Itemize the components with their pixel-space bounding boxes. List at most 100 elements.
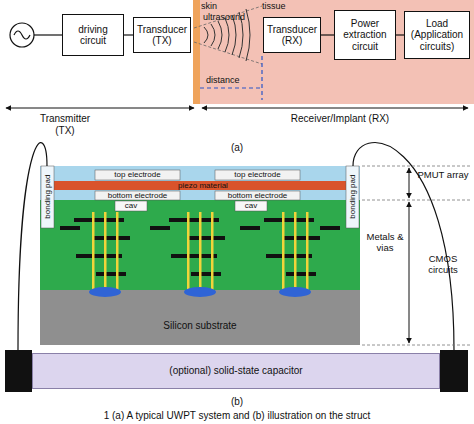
node-text: Silicon substrate bbox=[163, 320, 236, 332]
metal-line bbox=[320, 226, 340, 230]
metal-line bbox=[286, 272, 316, 276]
label: distance bbox=[206, 75, 256, 85]
via bbox=[306, 212, 309, 290]
label: (a) bbox=[224, 142, 250, 154]
connector bbox=[321, 34, 334, 35]
node-text: Transducer (TX) bbox=[137, 24, 187, 47]
metal-line bbox=[60, 226, 80, 230]
wave-arc bbox=[225, 18, 229, 52]
tissue-region bbox=[200, 0, 474, 104]
extent-arrow bbox=[409, 168, 410, 198]
metal-line bbox=[282, 236, 320, 240]
label: piezo material bbox=[168, 181, 238, 190]
label: CMOS circuits bbox=[413, 254, 473, 276]
sine-symbol bbox=[14, 31, 30, 39]
wave-arc bbox=[204, 27, 208, 43]
via bbox=[199, 212, 202, 290]
level-line bbox=[362, 345, 472, 346]
label: top electrode bbox=[215, 170, 300, 179]
transducer-box: Transducer (TX) bbox=[133, 17, 191, 53]
diffusion-region bbox=[184, 287, 216, 297]
process-box: driving circuit bbox=[62, 14, 124, 56]
wire bbox=[34, 34, 62, 35]
level-line bbox=[362, 166, 472, 167]
capacitor-band: (optional) solid-state capacitor bbox=[32, 353, 440, 389]
capacitor-terminal bbox=[440, 350, 468, 392]
via bbox=[282, 212, 285, 290]
substrate-band: Silicon substrate bbox=[40, 311, 360, 341]
metal-line bbox=[96, 272, 126, 276]
label: (b) bbox=[224, 396, 250, 408]
extent-arrow bbox=[6, 108, 194, 109]
metal-line bbox=[92, 236, 130, 240]
distance-line bbox=[200, 87, 262, 88]
wave-arc bbox=[218, 21, 222, 49]
node-text: driving circuit bbox=[66, 24, 120, 47]
via bbox=[187, 212, 190, 290]
caption: 1 (a) A typical UWPT system and (b) illu… bbox=[4, 410, 470, 422]
wave-arc bbox=[246, 9, 250, 61]
top-electrode bbox=[215, 170, 300, 180]
metal-line bbox=[191, 272, 221, 276]
metal-interconnect bbox=[60, 212, 340, 297]
label: cav bbox=[115, 201, 147, 210]
label: tissue bbox=[262, 1, 302, 11]
node-text: Power extraction circuit bbox=[338, 18, 392, 53]
ac-source bbox=[10, 23, 34, 47]
bonding-pad bbox=[41, 166, 54, 228]
label: bottom electrode bbox=[95, 191, 180, 200]
metal-line bbox=[171, 254, 217, 258]
node-text: (Application circuits) bbox=[408, 29, 466, 52]
via bbox=[116, 212, 119, 290]
node-text: (optional) solid-state capacitor bbox=[169, 365, 302, 377]
diffusion-region bbox=[279, 287, 311, 297]
process-box: Power extraction circuit bbox=[334, 10, 396, 60]
metal-line bbox=[240, 226, 260, 230]
label: cav bbox=[235, 201, 267, 210]
diffusion-region bbox=[89, 287, 121, 297]
capacitor-terminal bbox=[5, 350, 32, 392]
node-text: Transducer (RX) bbox=[267, 24, 317, 47]
metal-stack-layer bbox=[40, 200, 360, 290]
extent-arrow bbox=[202, 108, 468, 109]
bonding-pad bbox=[346, 166, 359, 228]
label: Receiver/Implant (RX) bbox=[290, 113, 390, 125]
distance-line bbox=[261, 56, 262, 100]
label: bonding pad bbox=[348, 168, 357, 226]
via bbox=[211, 212, 214, 290]
metal-line bbox=[266, 254, 312, 258]
passivation-layer bbox=[40, 166, 360, 200]
label: bonding pad bbox=[43, 168, 52, 226]
via bbox=[92, 212, 95, 290]
cavity bbox=[235, 201, 267, 211]
bottom-electrode bbox=[95, 191, 180, 200]
bottom-electrode bbox=[215, 191, 300, 200]
extent-arrow bbox=[409, 202, 410, 343]
load-box: Load(Application circuits) bbox=[404, 11, 470, 59]
transducer-box: Transducer (RX) bbox=[263, 17, 321, 53]
metal-line bbox=[76, 254, 122, 258]
piezo-layer bbox=[54, 181, 346, 190]
level-line bbox=[362, 200, 472, 201]
cavity bbox=[115, 201, 147, 211]
top-electrode bbox=[95, 170, 180, 180]
metal-line bbox=[187, 236, 225, 240]
label: skin bbox=[201, 1, 231, 11]
node-text: Load bbox=[426, 18, 448, 30]
connector bbox=[124, 34, 133, 35]
label: Transmitter (TX) bbox=[30, 113, 100, 136]
label: Metals & vias bbox=[363, 232, 407, 254]
label: PMUT array bbox=[413, 170, 473, 181]
via bbox=[294, 212, 297, 290]
label: ultrasound bbox=[203, 12, 258, 22]
connector bbox=[396, 34, 404, 35]
label: top electrode bbox=[95, 170, 180, 179]
skin-layer bbox=[193, 0, 200, 104]
wave-arc bbox=[211, 24, 215, 46]
substrate-layer bbox=[40, 290, 360, 345]
via bbox=[104, 212, 107, 290]
bond-wire bbox=[18, 143, 47, 350]
label: bottom electrode bbox=[215, 191, 300, 200]
metal-line bbox=[150, 226, 170, 230]
